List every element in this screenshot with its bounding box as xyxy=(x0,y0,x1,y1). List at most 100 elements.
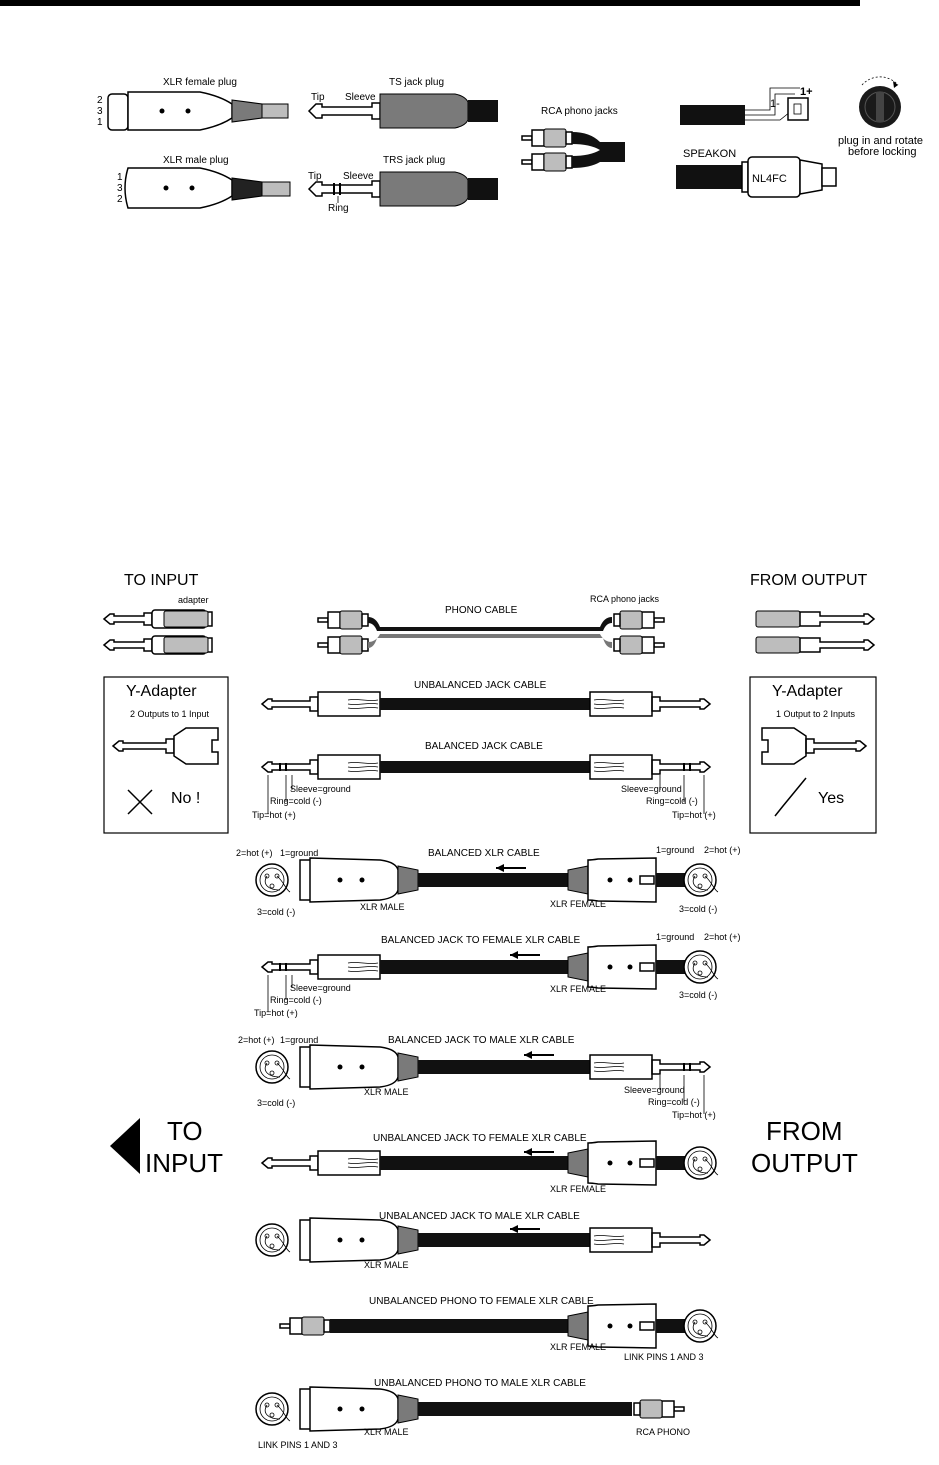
cross-mark-icon xyxy=(127,789,153,815)
svg-text:UNBALANCED JACK TO FEMALE XLR: UNBALANCED JACK TO FEMALE XLR CABLE xyxy=(373,1133,587,1144)
from-output-side-label: FROM OUTPUT xyxy=(751,1116,858,1178)
svg-text:1=ground: 1=ground xyxy=(656,932,694,942)
svg-text:Tip=hot (+): Tip=hot (+) xyxy=(672,810,716,820)
svg-text:Sleeve=ground: Sleeve=ground xyxy=(621,784,682,794)
unbalanced-phono-to-female-xlr-cable: UNBALANCED PHONO TO FEMALE XLR CABLE XLR… xyxy=(279,1296,719,1362)
svg-text:Ring=cold (-): Ring=cold (-) xyxy=(648,1097,700,1107)
svg-text:No !: No ! xyxy=(171,790,200,807)
to-input-side-label: TO INPUT xyxy=(110,1116,223,1178)
svg-text:RCA PHONO: RCA PHONO xyxy=(636,1427,690,1437)
svg-text:plug in and rotate: plug in and rotate xyxy=(838,135,923,147)
svg-text:Sleeve: Sleeve xyxy=(343,171,374,182)
connector-reference: XLR female plug 2 3 1 XLR male plug 1 3 … xyxy=(97,76,923,214)
svg-text:2=hot (+): 2=hot (+) xyxy=(236,848,273,858)
svg-text:RCA phono jacks: RCA phono jacks xyxy=(541,106,618,117)
svg-text:LINK PINS 1 AND 3: LINK PINS 1 AND 3 xyxy=(624,1352,704,1362)
svg-text:XLR MALE: XLR MALE xyxy=(364,1087,409,1097)
unbalanced-jack-cable: UNBALANCED JACK CABLE xyxy=(260,680,712,717)
svg-text:Tip=hot (+): Tip=hot (+) xyxy=(254,1008,298,1018)
svg-text:LINK PINS 1 AND 3: LINK PINS 1 AND 3 xyxy=(258,1440,338,1450)
svg-text:3=cold (-): 3=cold (-) xyxy=(679,904,717,914)
rca-phono-jacks: RCA phono jacks xyxy=(521,106,625,172)
svg-text:UNBALANCED JACK CABLE: UNBALANCED JACK CABLE xyxy=(414,680,547,691)
svg-text:XLR FEMALE: XLR FEMALE xyxy=(550,1184,606,1194)
to-input-header: TO INPUT xyxy=(124,572,199,589)
balanced-xlr-cable: BALANCED XLR CABLE 2=hot (+) 1=ground 1=… xyxy=(236,845,741,917)
svg-text:1 Output to 2 Inputs: 1 Output to 2 Inputs xyxy=(776,709,856,719)
svg-text:BALANCED XLR CABLE: BALANCED XLR CABLE xyxy=(428,848,540,859)
svg-text:RCA phono jacks: RCA phono jacks xyxy=(590,594,660,604)
svg-text:2: 2 xyxy=(117,194,123,205)
rotate-lock-icon: plug in and rotate before locking xyxy=(838,76,923,158)
svg-text:2=hot (+): 2=hot (+) xyxy=(704,932,741,942)
balanced-jack-to-female-xlr-cable: BALANCED JACK TO FEMALE XLR CABLE 1=grou… xyxy=(254,932,741,1018)
svg-text:Y-Adapter: Y-Adapter xyxy=(772,683,843,700)
svg-text:UNBALANCED PHONO TO MALE XLR C: UNBALANCED PHONO TO MALE XLR CABLE xyxy=(374,1378,586,1389)
from-output-header: FROM OUTPUT xyxy=(750,572,868,589)
unbalanced-jack-to-female-xlr-cable: UNBALANCED JACK TO FEMALE XLR CABLE XLR … xyxy=(260,1133,719,1194)
svg-text:Ring=cold (-): Ring=cold (-) xyxy=(270,995,322,1005)
svg-text:INPUT: INPUT xyxy=(145,1148,223,1178)
trs-jack-plug: TRS jack plug Tip Sleeve Ring xyxy=(307,155,498,214)
svg-text:Sleeve=ground: Sleeve=ground xyxy=(290,983,351,993)
svg-text:1=ground: 1=ground xyxy=(280,848,318,858)
svg-text:Y-Adapter: Y-Adapter xyxy=(126,683,197,700)
svg-text:BALANCED JACK TO FEMALE XLR CA: BALANCED JACK TO FEMALE XLR CABLE xyxy=(381,935,580,946)
svg-text:Sleeve=ground: Sleeve=ground xyxy=(624,1085,685,1095)
speakon-connector: 1+ 1- SPEAKON NL4FC xyxy=(676,86,837,198)
svg-text:Yes: Yes xyxy=(818,790,844,807)
svg-text:TS jack plug: TS jack plug xyxy=(389,77,444,88)
svg-text:1: 1 xyxy=(117,172,123,183)
svg-text:BALANCED JACK TO MALE XLR CABL: BALANCED JACK TO MALE XLR CABLE xyxy=(388,1035,575,1046)
xlr-female-plug: XLR female plug 2 3 1 xyxy=(97,77,289,131)
svg-text:TO: TO xyxy=(167,1116,203,1146)
svg-text:Ring: Ring xyxy=(328,203,349,214)
top-rule xyxy=(0,0,860,6)
left-arrow-icon xyxy=(110,1118,140,1174)
check-mark-icon xyxy=(774,777,807,817)
unbalanced-phono-to-male-xlr-cable: UNBALANCED PHONO TO MALE XLR CABLE XLR M… xyxy=(255,1378,690,1450)
balanced-jack-cable: BALANCED JACK CABLE Sleeve=ground Ring=c… xyxy=(252,741,716,820)
svg-text:TRS jack plug: TRS jack plug xyxy=(383,155,445,166)
svg-text:XLR female plug: XLR female plug xyxy=(163,77,237,88)
svg-text:2 Outputs to 1 Input: 2 Outputs to 1 Input xyxy=(130,709,210,719)
svg-text:Tip=hot (+): Tip=hot (+) xyxy=(672,1110,716,1120)
input-adapters: adapter xyxy=(103,595,213,655)
svg-text:1+: 1+ xyxy=(800,86,813,98)
svg-text:Ring=cold (-): Ring=cold (-) xyxy=(646,796,698,806)
output-adapters xyxy=(755,610,876,654)
svg-text:Tip: Tip xyxy=(308,171,322,182)
svg-text:Tip: Tip xyxy=(311,92,325,103)
svg-text:3=cold (-): 3=cold (-) xyxy=(257,1098,295,1108)
svg-text:adapter: adapter xyxy=(178,595,209,605)
svg-text:3: 3 xyxy=(97,106,103,117)
svg-text:1=ground: 1=ground xyxy=(280,1035,318,1045)
svg-text:XLR MALE: XLR MALE xyxy=(360,902,405,912)
svg-text:before locking: before locking xyxy=(848,146,917,158)
svg-text:SPEAKON: SPEAKON xyxy=(683,148,736,160)
svg-text:Sleeve=ground: Sleeve=ground xyxy=(290,784,351,794)
svg-text:1=ground: 1=ground xyxy=(656,845,694,855)
unbalanced-jack-to-male-xlr-cable: UNBALANCED JACK TO MALE XLR CABLE XLR MA… xyxy=(255,1211,712,1270)
svg-text:2=hot (+): 2=hot (+) xyxy=(704,845,741,855)
y-adapter-yes-box: Y-Adapter 1 Output to 2 Inputs Yes xyxy=(749,676,877,834)
svg-text:XLR MALE: XLR MALE xyxy=(364,1427,409,1437)
svg-text:UNBALANCED PHONO TO FEMALE XLR: UNBALANCED PHONO TO FEMALE XLR CABLE xyxy=(369,1296,594,1307)
svg-text:1-: 1- xyxy=(770,98,780,110)
svg-text:3: 3 xyxy=(117,183,123,194)
svg-text:2=hot (+): 2=hot (+) xyxy=(238,1035,275,1045)
svg-text:XLR male plug: XLR male plug xyxy=(163,155,229,166)
balanced-jack-to-male-xlr-cable: BALANCED JACK TO MALE XLR CABLE 2=hot (+… xyxy=(238,1035,716,1120)
xlr-male-plug: XLR male plug 1 3 2 xyxy=(117,155,291,209)
svg-text:NL4FC: NL4FC xyxy=(752,173,787,185)
svg-text:2: 2 xyxy=(97,95,103,106)
svg-text:Tip=hot (+): Tip=hot (+) xyxy=(252,810,296,820)
svg-text:BALANCED JACK CABLE: BALANCED JACK CABLE xyxy=(425,741,543,752)
svg-text:Sleeve: Sleeve xyxy=(345,92,376,103)
svg-text:XLR FEMALE: XLR FEMALE xyxy=(550,1342,606,1352)
svg-text:Ring=cold (-): Ring=cold (-) xyxy=(270,796,322,806)
svg-text:UNBALANCED JACK TO MALE XLR CA: UNBALANCED JACK TO MALE XLR CABLE xyxy=(379,1211,580,1222)
phono-cable: PHONO CABLE RCA phono jacks xyxy=(317,594,665,655)
svg-text:1: 1 xyxy=(97,117,103,128)
svg-text:XLR MALE: XLR MALE xyxy=(364,1260,409,1270)
